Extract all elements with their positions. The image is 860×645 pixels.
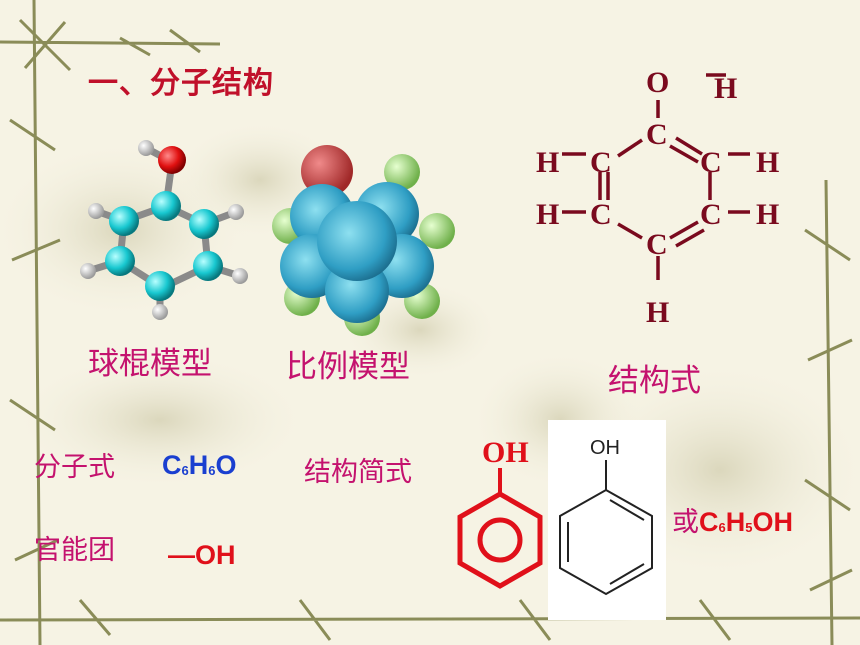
structural-formula-caption: 结构式	[608, 363, 701, 399]
section-title: 一、分子结构	[88, 66, 274, 101]
atom-c1: C	[646, 118, 668, 151]
molecular-formula-label: 分子式	[34, 452, 115, 483]
atom-c5: C	[700, 198, 722, 231]
phenol-oh-label: OH	[482, 436, 529, 469]
structural-formula-diagram: O H C H C C H H C C H C H	[536, 66, 779, 329]
atom-h6: H	[756, 146, 779, 179]
atom-h5: H	[756, 198, 779, 231]
simplified-formula-label: 结构简式	[304, 457, 412, 488]
skeletal-oh-label: OH	[590, 437, 620, 459]
space-filling-caption: 比例模型	[286, 349, 410, 385]
atom-h2: H	[536, 146, 559, 179]
atom-h3: H	[536, 198, 559, 231]
atom-c3: C	[590, 198, 612, 231]
skeletal-formula-image: OH	[548, 420, 666, 620]
ball-and-stick-model-image	[80, 140, 248, 320]
functional-group-value: —OH	[168, 540, 236, 570]
molecular-formula-value: C6H6O	[162, 450, 237, 480]
atom-c2: C	[590, 146, 612, 179]
atom-h-hydroxyl: H	[714, 72, 737, 105]
atom-o: O	[646, 66, 669, 99]
alternate-formula: 或C6H5OH	[672, 507, 793, 538]
atom-c4: C	[646, 228, 668, 261]
space-filling-model-image	[272, 145, 455, 336]
functional-group-label: 官能团	[34, 535, 115, 566]
atom-c6: C	[700, 146, 722, 179]
atom-h4: H	[646, 296, 669, 329]
ball-and-stick-caption: 球棍模型	[88, 346, 212, 382]
phenol-red-structure: OH	[457, 436, 543, 589]
